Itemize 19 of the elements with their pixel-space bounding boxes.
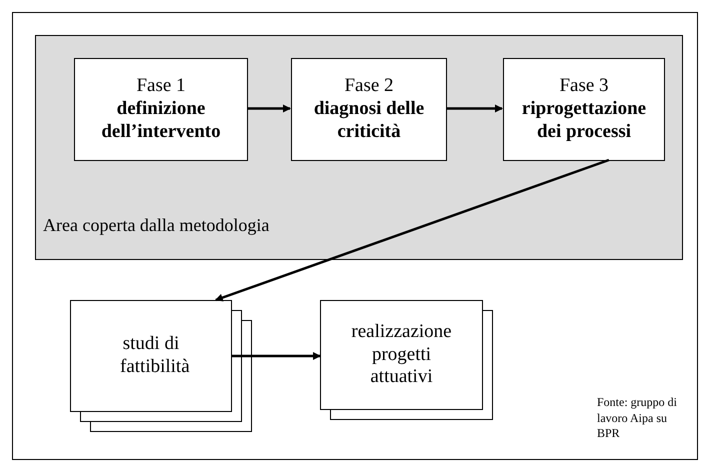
phase-title: diagnosi delle criticità	[312, 98, 426, 144]
arrow	[214, 158, 610, 302]
process-box	[74, 58, 248, 161]
phase-number: Fase 2	[343, 75, 395, 98]
phase-number: Fase 3	[558, 75, 610, 98]
area-label: Area coperta dalla metodologia	[43, 214, 270, 237]
arrow	[247, 104, 291, 112]
arrow	[446, 104, 503, 112]
area-panel	[35, 35, 683, 260]
phase-number: Fase 1	[135, 75, 187, 98]
phase-title: definizione dell’intervento	[100, 98, 222, 144]
process-box	[70, 300, 232, 412]
process-box	[503, 58, 665, 161]
process-box	[320, 300, 483, 410]
source-note: Fonte: gruppo di lavoro Aipa su BPR	[597, 395, 677, 442]
arrow	[232, 352, 321, 360]
phase-title: riprogettazione dei processi	[520, 98, 648, 144]
phase-number: realizzazione progetti attuativi	[350, 320, 453, 390]
process-box	[291, 58, 447, 161]
